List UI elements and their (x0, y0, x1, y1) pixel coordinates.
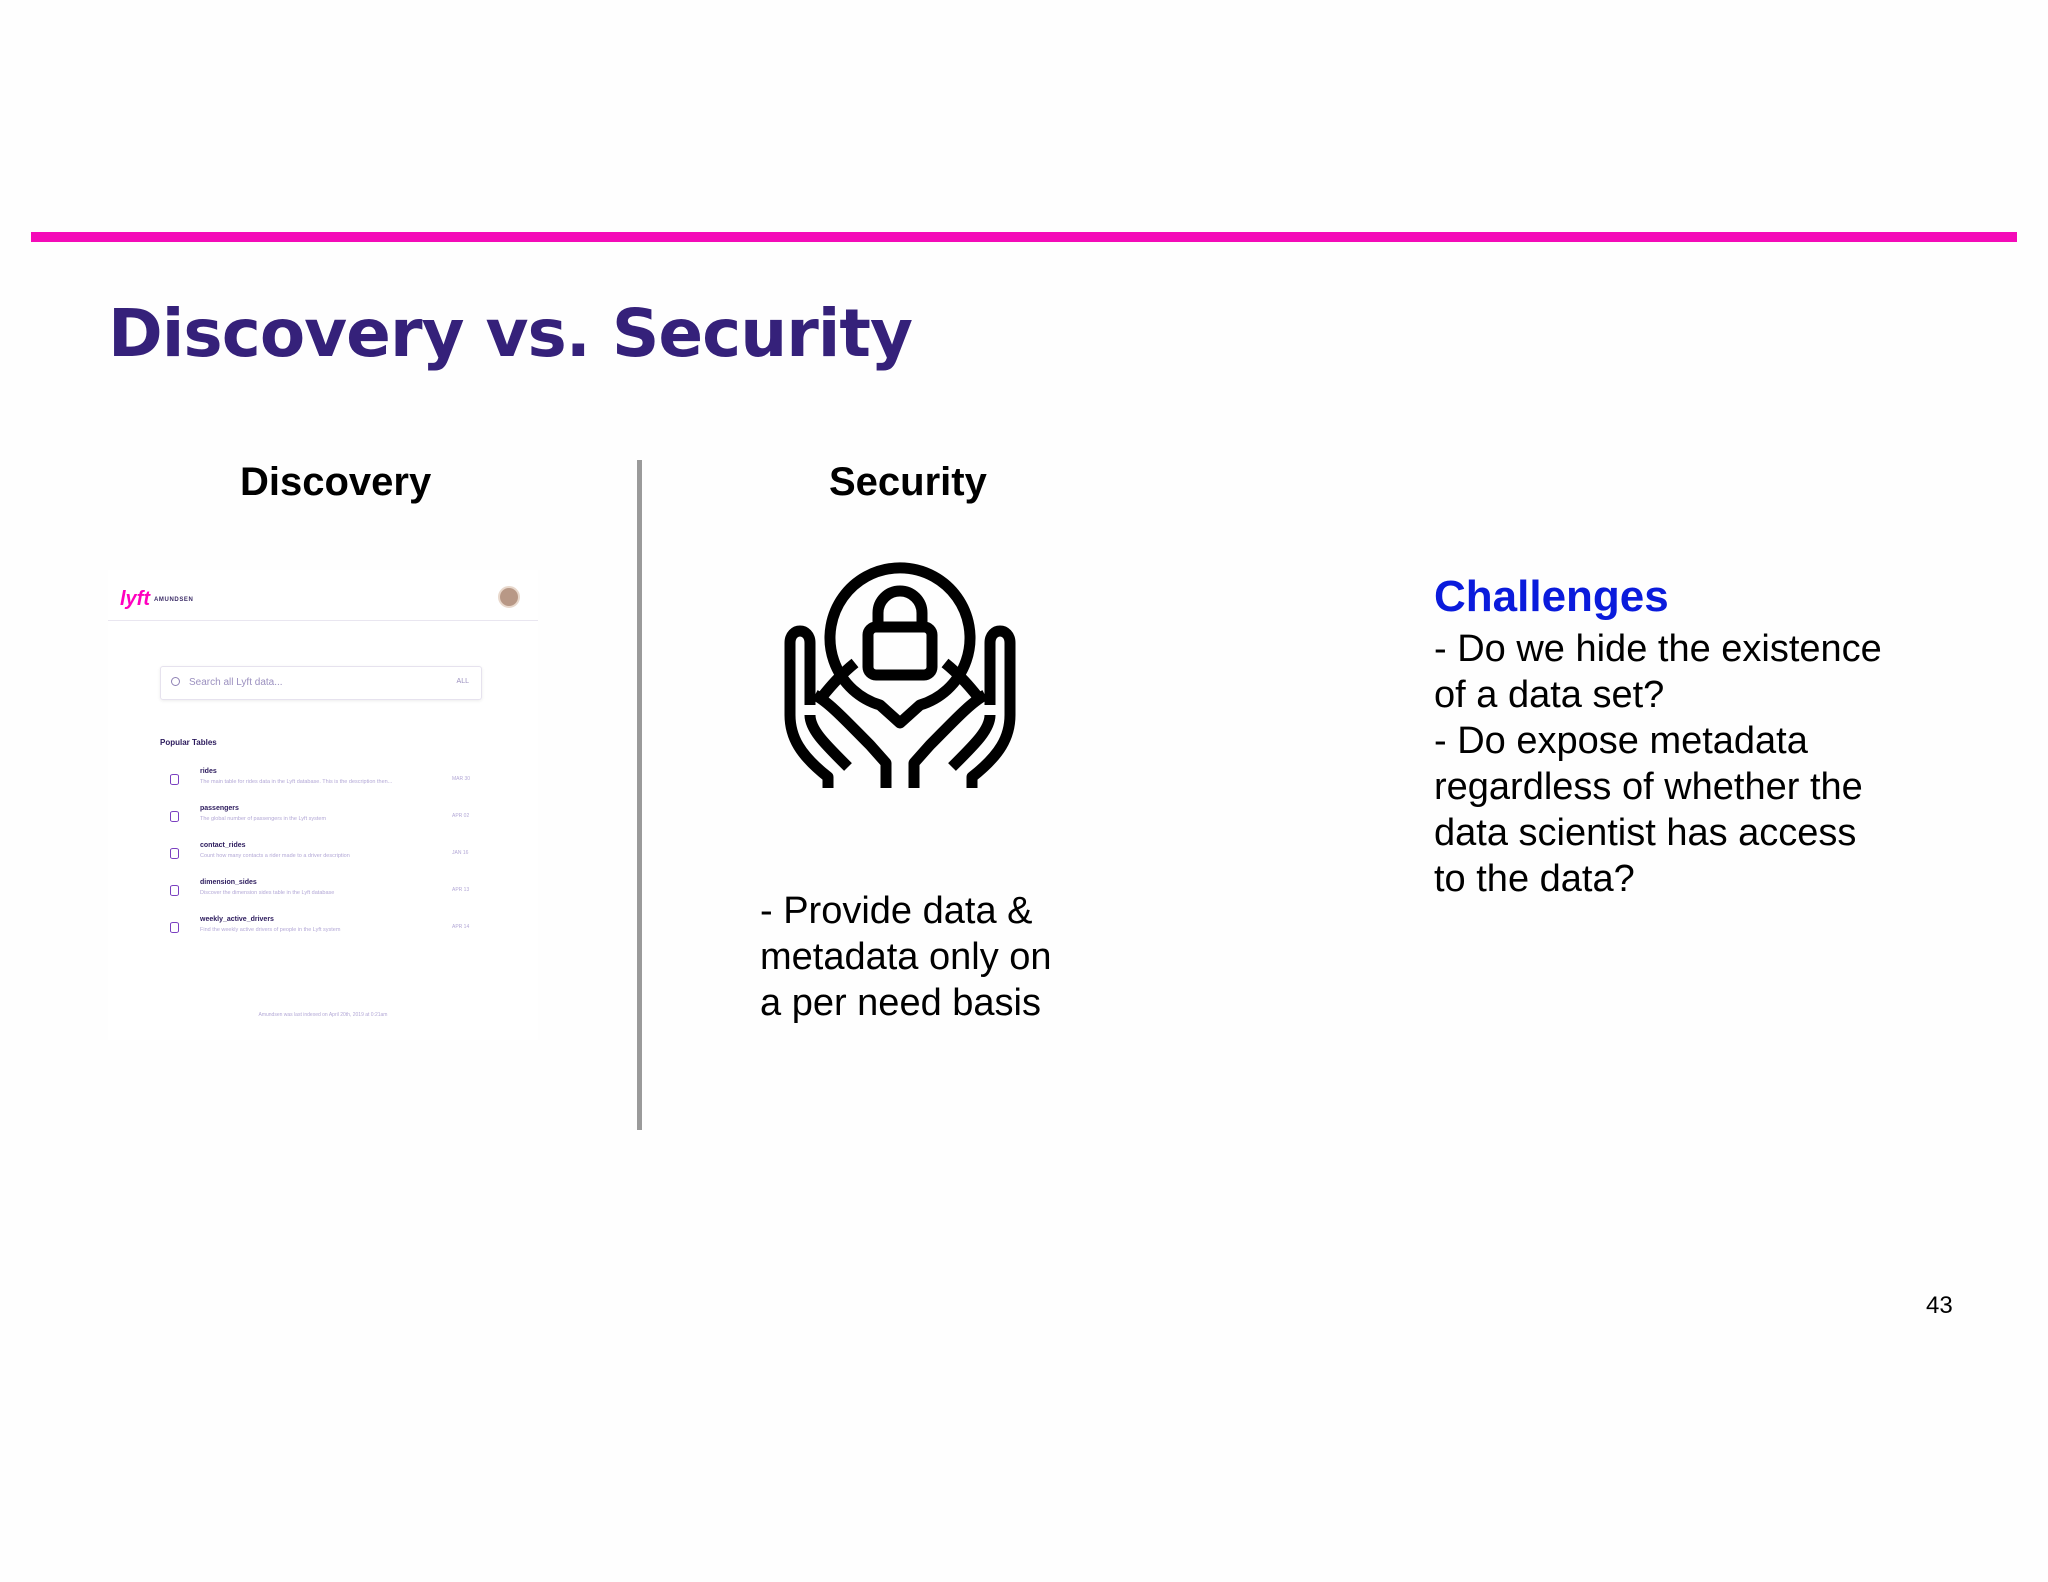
slide-title: Discovery vs. Security (108, 295, 913, 372)
database-icon (170, 922, 179, 933)
lyft-logo: lyft (120, 588, 150, 610)
brand-name: AMUNDSEN (154, 597, 194, 603)
database-icon (170, 774, 179, 785)
table-date: MAR 30 (452, 776, 471, 782)
table-description: The main table for rides data in the Lyf… (200, 779, 393, 785)
table-date: APR 13 (452, 887, 470, 893)
table-name: rides (200, 768, 217, 775)
challenges-text: - Do we hide the existence of a data set… (1434, 628, 1882, 900)
table-date: APR 02 (452, 813, 470, 819)
amundsen-screenshot: lyft AMUNDSEN Search all Lyft data... AL… (108, 570, 538, 1040)
database-icon (170, 848, 179, 859)
avatar (498, 586, 520, 608)
table-description: The global number of passengers in the L… (200, 816, 327, 822)
table-name: passengers (200, 805, 239, 812)
column-divider (637, 460, 642, 1130)
table-name: contact_rides (200, 842, 246, 849)
list-item: rides The main table for rides data in t… (160, 768, 480, 805)
index-footer: Amundsen was last indexed on April 20th,… (258, 1012, 388, 1018)
table-description: Discover the dimension sides table in th… (200, 890, 335, 896)
list-item: weekly_active_drivers Find the weekly ac… (160, 916, 480, 953)
app-header: lyft AMUNDSEN (108, 570, 538, 621)
list-item: dimension_sides Discover the dimension s… (160, 879, 480, 916)
page-number: 43 (1926, 1292, 1953, 1319)
database-icon (170, 885, 179, 896)
search-icon (171, 677, 180, 686)
table-name: dimension_sides (200, 879, 257, 886)
hands-lock-icon (784, 562, 1016, 788)
list-item: passengers The global number of passenge… (160, 805, 480, 842)
challenges-title: Challenges (1434, 572, 1669, 621)
table-date: JAN 16 (452, 850, 469, 856)
search-scope: ALL (456, 678, 469, 685)
table-description: Find the weekly active drivers of people… (200, 927, 341, 933)
search-placeholder: Search all Lyft data... (189, 677, 283, 688)
list-item: contact_rides Count how many contacts a … (160, 842, 480, 879)
table-name: weekly_active_drivers (200, 916, 274, 923)
popular-tables-list: rides The main table for rides data in t… (160, 768, 480, 953)
database-icon (170, 811, 179, 822)
security-text: - Provide data & metadata only on a per … (760, 890, 1052, 1024)
search-input: Search all Lyft data... ALL (160, 666, 482, 700)
discovery-heading: Discovery (240, 460, 432, 504)
popular-tables-title: Popular Tables (160, 738, 217, 747)
table-description: Count how many contacts a rider made to … (200, 853, 350, 859)
security-heading: Security (829, 460, 987, 504)
accent-bar (31, 232, 2017, 242)
table-date: APR 14 (452, 924, 470, 930)
